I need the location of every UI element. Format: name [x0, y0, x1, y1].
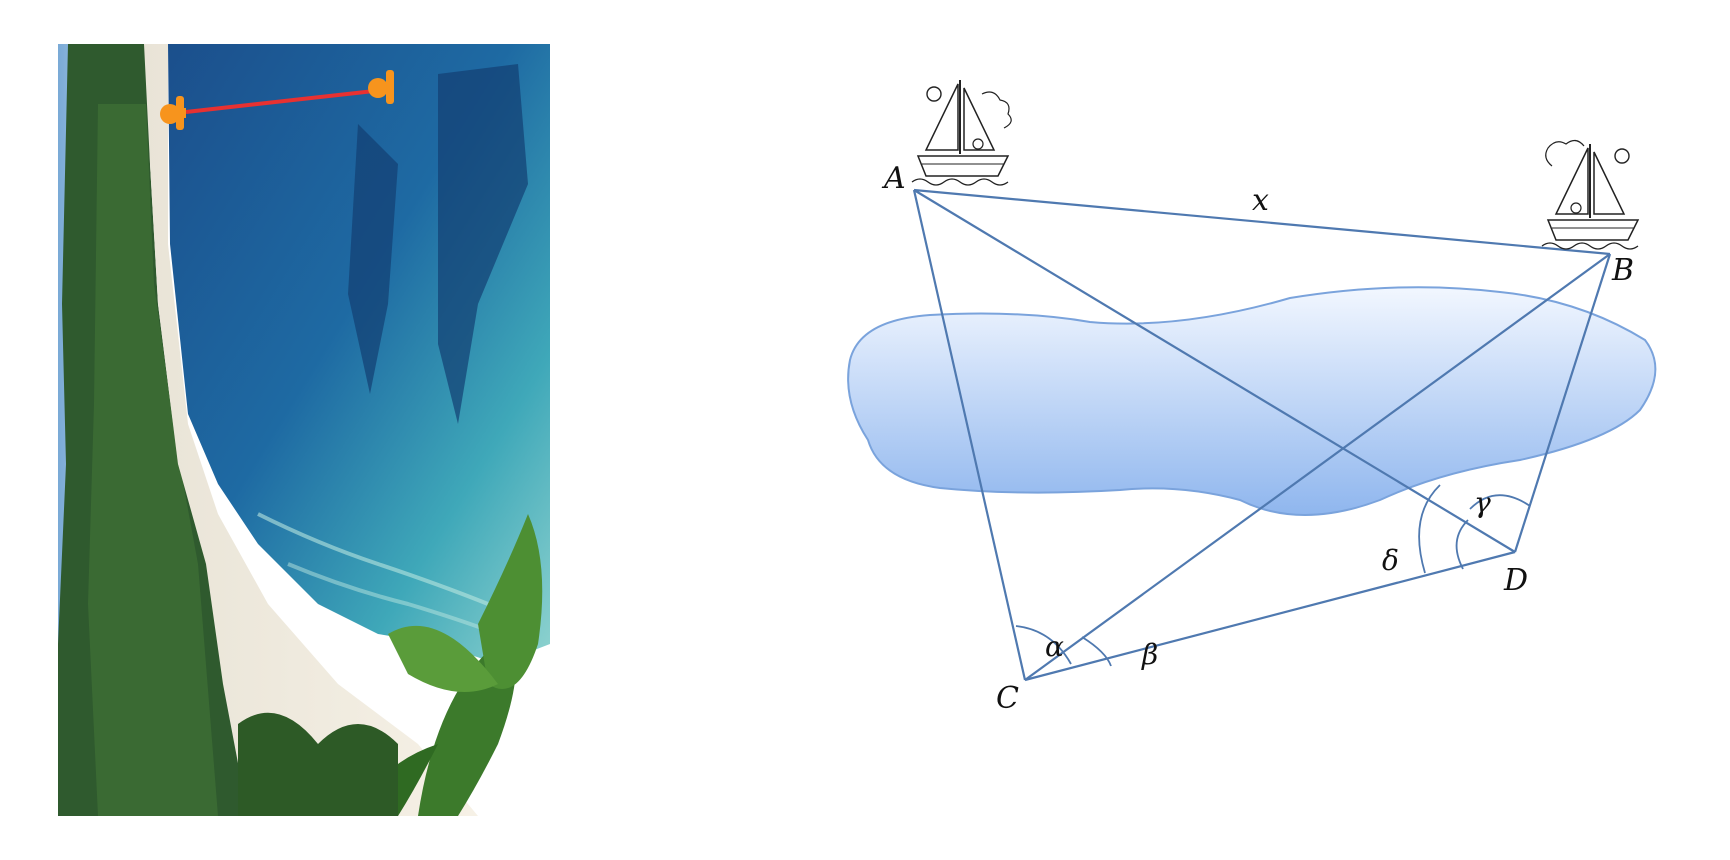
line-ad: [913, 189, 1516, 553]
angle-arc-gamma: [1469, 494, 1531, 510]
angle-label-alpha: α: [1045, 630, 1064, 663]
line-bd: [1513, 253, 1612, 553]
line-cd: [1024, 550, 1516, 682]
left-buoy-icon: [160, 96, 186, 130]
angle-arc-alpha: [1015, 625, 1072, 665]
distance-label-x: x: [1252, 183, 1269, 218]
point-label-b: B: [1611, 253, 1634, 288]
right-buoy-icon: [368, 70, 394, 104]
line-ac: [912, 189, 1027, 681]
triangulation-diagram: A B C D x α β γ δ: [820, 60, 1700, 780]
sailboat-icon-b: [1541, 139, 1640, 250]
measure-rope: [185, 88, 384, 114]
line-ab: [913, 188, 1611, 256]
beach-photo: [58, 44, 550, 816]
angle-arc-gamma-inner: [1455, 519, 1469, 570]
beach-photo-illustration: [58, 44, 550, 816]
sailboat-icon-a: [911, 80, 1012, 186]
point-label-c: C: [996, 681, 1019, 716]
angle-label-beta: β: [1141, 638, 1158, 671]
angle-label-delta: δ: [1382, 544, 1399, 577]
angle-arc-beta: [1081, 636, 1112, 667]
lake-shape: [847, 286, 1657, 516]
point-label-d: D: [1503, 563, 1528, 598]
angle-arc-delta: [1418, 484, 1441, 574]
line-bc: [1024, 253, 1611, 681]
angle-label-gamma: γ: [1474, 486, 1491, 519]
point-label-a: A: [881, 161, 906, 196]
